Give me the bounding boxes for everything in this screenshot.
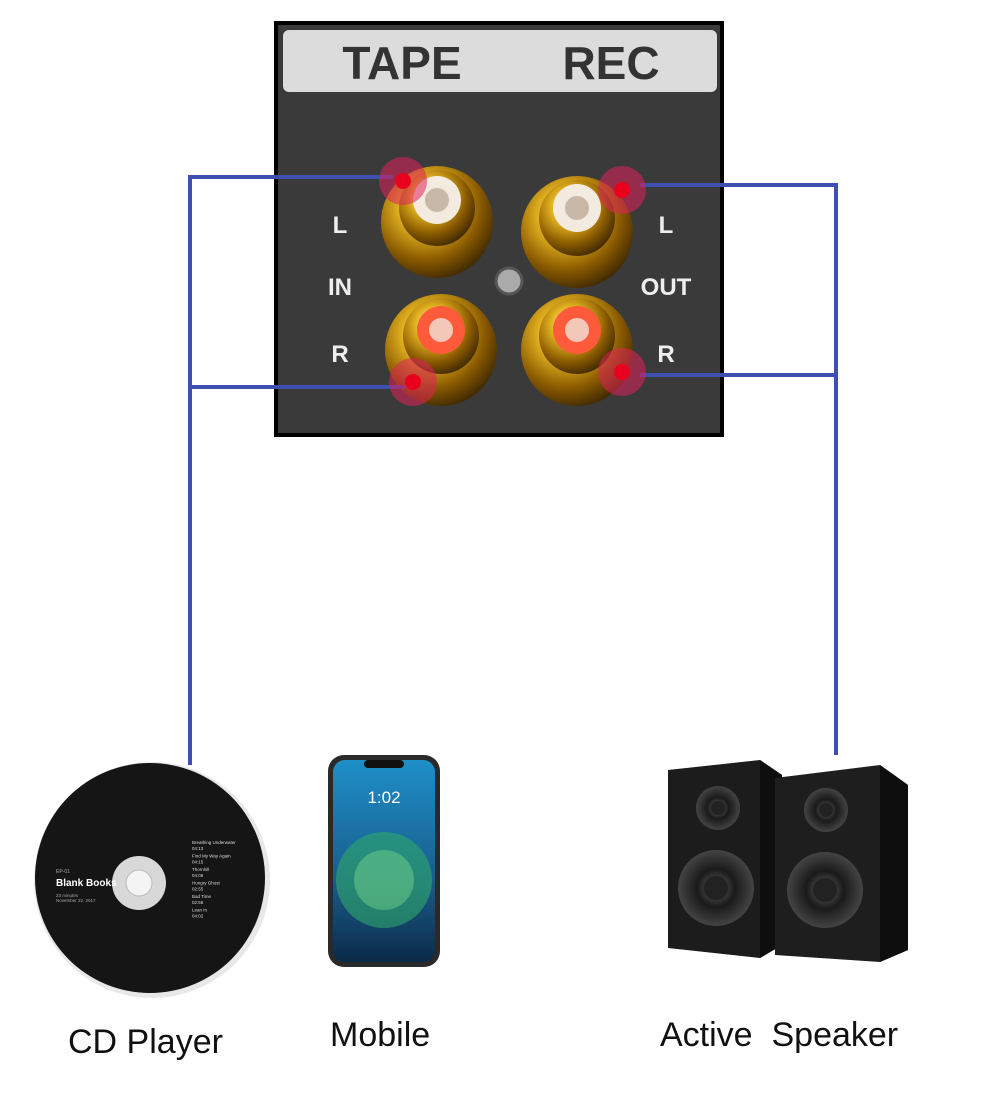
connection-dot [405, 374, 421, 390]
mobile-label: Mobile [330, 1016, 431, 1054]
disc-sub: November 22, 2017 [56, 898, 96, 903]
track-name: Thornhill [192, 867, 209, 872]
ground-screw [494, 266, 524, 296]
jack-out-right [521, 294, 633, 406]
wire-out-left-to-speaker [640, 183, 838, 755]
label-strip [283, 30, 717, 92]
track-time: 04:13 [192, 846, 204, 851]
track-name: Find My Way Again [192, 854, 231, 859]
track-time: 04:02 [192, 914, 204, 919]
speakers-image [668, 760, 908, 962]
out-r-label: R [657, 341, 674, 368]
cd-player-label: CD Player [68, 1023, 223, 1061]
active-speaker-label: Active Speaker [660, 1016, 899, 1054]
phone-clock: 1:02 [367, 788, 400, 807]
track-name: Lean In [192, 908, 208, 913]
out-l-label: L [659, 212, 674, 239]
track-name: Bad Time [192, 894, 212, 899]
disc-code: EP-01 [56, 869, 70, 875]
rec-label: REC [562, 37, 659, 89]
out-label: OUT [641, 274, 692, 301]
wire-cd-to-in-left [188, 175, 393, 765]
tape-label: TAPE [342, 37, 461, 89]
track-time: 04:15 [192, 860, 204, 865]
in-r-label: R [331, 341, 348, 368]
track-name: Hungry Ghost [192, 881, 221, 886]
cd-disc-image: EP-01 Blank Books 23 minutes November 22… [34, 762, 270, 998]
disc-sub: 23 minutes [56, 893, 79, 898]
disc-title: Blank Books [56, 878, 117, 889]
in-label: IN [328, 274, 352, 301]
track-name: Breathing Underwater [192, 840, 236, 845]
mobile-phone-image: 1:02 [328, 755, 440, 967]
tape-rec-panel: TAPE REC L IN R L OUT R [274, 21, 724, 437]
track-time: 02:56 [192, 900, 204, 905]
track-time: 04:06 [192, 873, 204, 878]
connection-points [379, 157, 646, 406]
connection-dot [614, 364, 630, 380]
track-time: 02:55 [192, 887, 204, 892]
in-l-label: L [333, 212, 348, 239]
connection-dot [395, 173, 411, 189]
connection-dot [614, 182, 630, 198]
wires [188, 175, 838, 765]
